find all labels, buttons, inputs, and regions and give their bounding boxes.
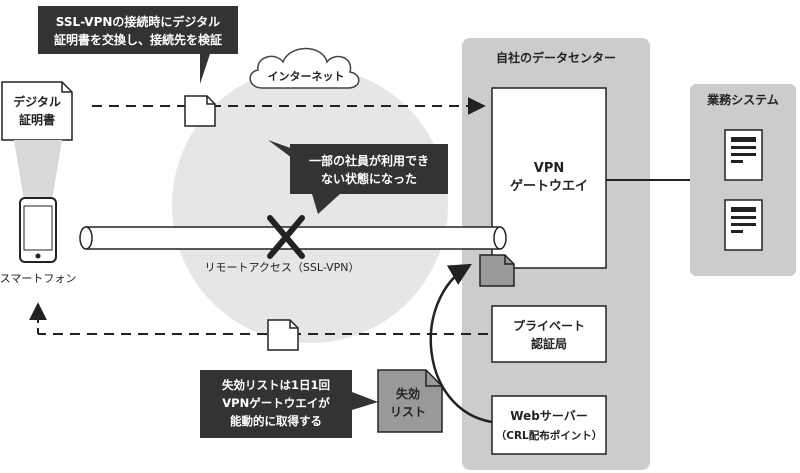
tunnel-label: リモートアクセス（SSL-VPN）	[204, 261, 359, 274]
certificate-line2: 証明書	[19, 112, 55, 127]
crl-document-icon	[479, 254, 515, 287]
outage-callout-line2: ない状態になった	[321, 171, 417, 186]
smartphone-icon	[19, 197, 57, 263]
certificate-callout-line1: SSL-VPNの接続時にデジタル	[56, 14, 220, 29]
web-server-box	[491, 395, 607, 455]
vpn-gateway-line2: ゲートウエイ	[510, 178, 588, 194]
private-ca-line1: プライベート	[513, 318, 585, 333]
failure-x-icon	[267, 215, 305, 259]
certificate-beam	[14, 140, 62, 200]
revocation-list-line1: 失効	[396, 386, 420, 401]
cloud-icon: インターネット	[249, 47, 360, 89]
revocation-callout-line2: VPNゲートウエイが	[222, 396, 330, 410]
internet-circle	[172, 67, 448, 343]
outage-callout: 一部の社員が利用でき ない状態になった	[268, 140, 448, 214]
revocation-callout-line1: 失効リストは1日1回	[222, 378, 330, 392]
private-ca-line2: 認証局	[531, 336, 567, 351]
certificate-callout: SSL-VPNの接続時にデジタル 証明書を交換し、接続先を検証	[38, 6, 238, 84]
document-icon	[267, 319, 299, 351]
digital-certificate-icon: デジタル 証明書	[1, 81, 73, 141]
vpn-gateway-box	[491, 87, 607, 269]
web-server-line1: Webサーバー	[510, 409, 587, 423]
revocation-callout-line3: 能動的に取得する	[230, 414, 322, 428]
certificate-document-icon	[184, 95, 216, 127]
business-systems-label: 業務システム	[706, 92, 779, 107]
outage-callout-line1: 一部の社員が利用でき	[309, 153, 429, 168]
datacenter-label: 自社のデータセンター	[496, 50, 616, 65]
server-icon	[724, 199, 763, 251]
crl-fetch-arrow	[429, 263, 493, 424]
vpn-gateway-line1: VPN	[534, 161, 564, 176]
revocation-list-document: 失効 リスト	[377, 369, 443, 433]
web-server-line2: （CRL配布ポイント）	[496, 429, 602, 442]
private-ca-box	[491, 305, 607, 363]
server-icon	[724, 129, 763, 181]
revocation-callout: 失効リストは1日1回 VPNゲートウエイが 能動的に取得する	[200, 370, 378, 438]
certificate-line1: デジタル	[13, 94, 61, 109]
certificate-callout-line2: 証明書を交換し、接続先を検証	[54, 32, 222, 47]
internet-label: インターネット	[268, 70, 345, 83]
smartphone-label: スマートフォン	[0, 272, 76, 285]
revocation-list-line2: リスト	[390, 405, 426, 419]
ssl-vpn-tunnel	[79, 226, 507, 250]
